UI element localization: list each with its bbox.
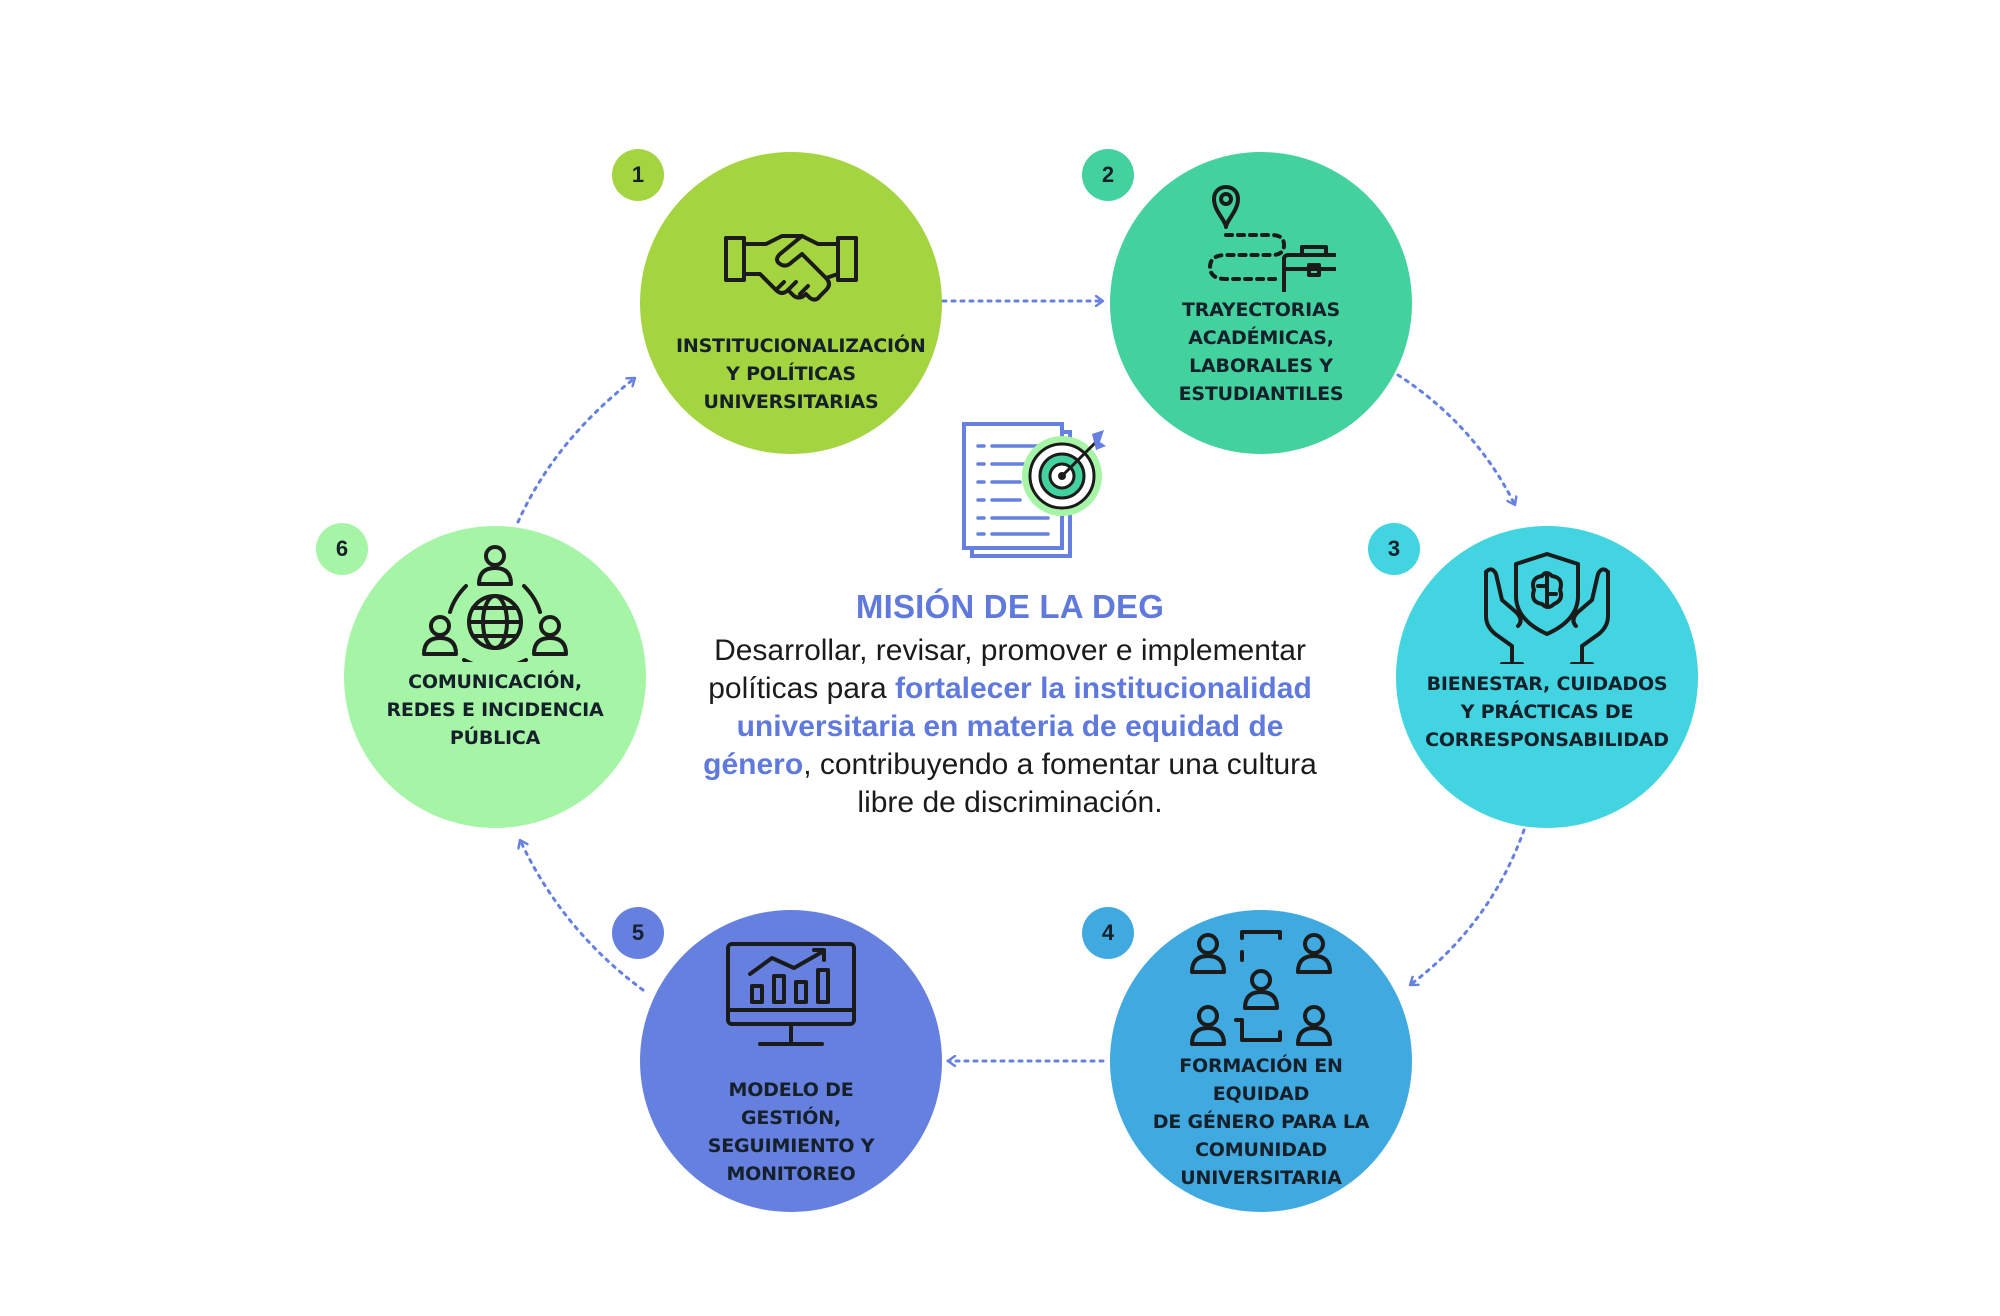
mission-text-end: , contribuyendo a fomentar una cultura l…	[803, 748, 1317, 819]
step-badge-1: 1	[612, 149, 664, 201]
node-label: INSTITUCIONALIZACIÓN Y POLÍTICAS UNIVERS…	[676, 335, 926, 413]
step-badge-5: 5	[612, 907, 664, 959]
connector-3-to-4	[1408, 828, 1526, 987]
handshake-icon	[724, 234, 858, 302]
node-label: TRAYECTORIAS ACADÉMICAS, LABORALES Y EST…	[1178, 299, 1344, 405]
mission-title: MISIÓN DE LA DEG	[855, 588, 1165, 625]
node-institucionalizacion: INSTITUCIONALIZACIÓN Y POLÍTICAS UNIVERS…	[640, 152, 942, 454]
step-badge-4: 4	[1082, 907, 1134, 959]
node-comunicacion: COMUNICACIÓN, REDES E INCIDENCIA PÚBLICA	[344, 526, 646, 828]
path-briefcase-icon	[1208, 185, 1336, 292]
node-trayectorias: TRAYECTORIAS ACADÉMICAS, LABORALES Y EST…	[1110, 152, 1412, 454]
node-label: MODELO DE GESTIÓN, SEGUIMIENTO Y MONITOR…	[707, 1079, 875, 1185]
people-network-icon	[1190, 930, 1332, 1046]
globe-people-icon	[422, 545, 568, 662]
node-label: BIENESTAR, CUIDADOS Y PRÁCTICAS DE CORRE…	[1425, 673, 1669, 751]
connector-6-to-1	[516, 376, 637, 524]
step-badge-6: 6	[316, 523, 368, 575]
node-formacion: FORMACIÓN EN EQUIDAD DE GÉNERO PARA LA C…	[1110, 910, 1412, 1212]
node-label: FORMACIÓN EN EQUIDAD DE GÉNERO PARA LA C…	[1152, 1055, 1370, 1189]
connector-2-to-3	[1396, 373, 1515, 507]
monitor-chart-icon	[726, 942, 856, 1046]
mission-text-highlight: fortalecer la institucionalidad universi…	[703, 672, 1312, 781]
node-bienestar: BIENESTAR, CUIDADOS Y PRÁCTICAS DE CORRE…	[1396, 526, 1698, 828]
mission-text: Desarrollar, revisar, promover e impleme…	[700, 632, 1320, 822]
mission-text-start: Desarrollar, revisar, promover e impleme…	[708, 634, 1306, 705]
step-badge-3: 3	[1368, 523, 1420, 575]
mission-statement: MISIÓN DE LA DEG Desarrollar, revisar, p…	[700, 588, 1320, 822]
hands-brain-shield-icon	[1484, 552, 1610, 664]
connector-5-to-6	[520, 838, 645, 992]
node-label: COMUNICACIÓN, REDES E INCIDENCIA PÚBLICA	[386, 671, 604, 749]
checklist-target-icon	[962, 422, 1106, 558]
node-modelo-gestion: MODELO DE GESTIÓN, SEGUIMIENTO Y MONITOR…	[640, 910, 942, 1212]
step-badge-2: 2	[1082, 149, 1134, 201]
